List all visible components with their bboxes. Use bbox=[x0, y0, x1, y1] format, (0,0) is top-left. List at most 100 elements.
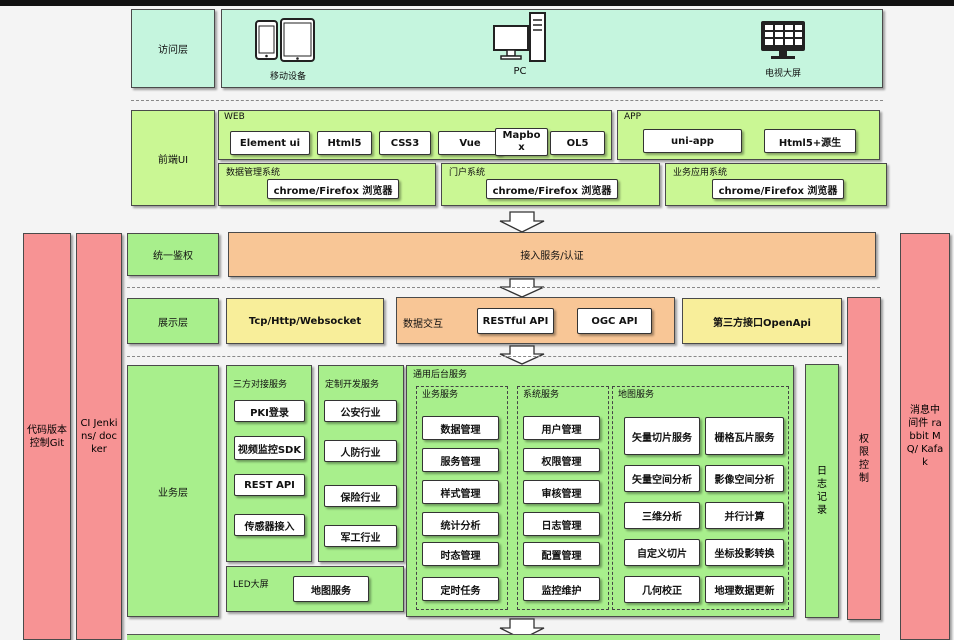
map-service-item: 矢量切片服务 bbox=[624, 417, 700, 455]
protocol-label: Tcp/Http/Websocket bbox=[248, 315, 362, 327]
app-group-label: APP bbox=[624, 112, 642, 122]
data-mgmt-browser: chrome/Firefox 浏览器 bbox=[267, 179, 399, 199]
sys-service-item: 审核管理 bbox=[523, 480, 600, 504]
web-item-element-ui: Element ui bbox=[230, 131, 310, 155]
data-exchange-box: 数据交互 RESTful API OGC API bbox=[396, 297, 675, 344]
portal-system: 门户系统 chrome/Firefox 浏览器 bbox=[441, 163, 660, 206]
business-app-browser: chrome/Firefox 浏览器 bbox=[712, 179, 844, 199]
git-side-label: 代码版本控制Git bbox=[27, 424, 67, 449]
custom-dev-item: 公安行业 bbox=[324, 400, 397, 422]
biz-service-item: 时态管理 bbox=[422, 542, 499, 566]
tv-screen-icon bbox=[759, 19, 807, 61]
access-layer-content: 移动设备 PC 电视大屏 bbox=[221, 9, 883, 88]
permission-bar: 权限控制 bbox=[847, 297, 881, 620]
mq-side-label: 消息中间件 rabbit MQ/ Kafak bbox=[906, 405, 944, 468]
map-service-item: 自定义切片 bbox=[624, 539, 700, 566]
sys-service-item: 配置管理 bbox=[523, 542, 600, 566]
sys-service-group: 系统服务 用户管理 权限管理 审核管理 日志管理 配置管理 监控维护 bbox=[517, 386, 609, 610]
web-group-label: WEB bbox=[224, 112, 245, 122]
biz-service-item: 数据管理 bbox=[422, 416, 499, 440]
map-service-item: 栅格瓦片服务 bbox=[705, 417, 784, 455]
git-side-bar: 代码版本控制Git bbox=[23, 233, 71, 640]
third-party-item: PKI登录 bbox=[234, 400, 305, 422]
ci-side-bar: CI Jenkins/ docker bbox=[76, 233, 122, 640]
log-record-label: 日志记录 bbox=[817, 466, 827, 516]
tv-screen-label: 电视大屏 bbox=[764, 69, 801, 79]
map-service-item: 三维分析 bbox=[624, 502, 700, 529]
map-service-item: 坐标投影转换 bbox=[705, 539, 784, 566]
bottom-layer-edge bbox=[127, 634, 880, 640]
frontend-title-box: 前端UI bbox=[131, 110, 215, 206]
auth-title: 统一鉴权 bbox=[153, 251, 193, 262]
data-mgmt-system-label: 数据管理系统 bbox=[226, 168, 281, 178]
frontend-title: 前端UI bbox=[157, 154, 189, 166]
down-arrow-icon bbox=[498, 211, 546, 233]
sys-service-item: 日志管理 bbox=[523, 512, 600, 536]
portal-system-label: 门户系统 bbox=[449, 168, 486, 178]
web-item-vue: Vue bbox=[438, 131, 502, 155]
access-layer-title-box: 访问层 bbox=[131, 9, 215, 88]
auth-content-box: 接入服务/认证 bbox=[228, 232, 876, 277]
third-party-item: 传感器接入 bbox=[234, 514, 305, 536]
biz-service-item: 定时任务 bbox=[422, 577, 499, 601]
map-service-item: 几何校正 bbox=[624, 576, 700, 603]
business-title-box: 业务层 bbox=[127, 365, 219, 617]
custom-dev-item: 人防行业 bbox=[324, 440, 397, 462]
pc-icon bbox=[492, 12, 548, 64]
third-party-group: 三方对接服务 PKI登录 视频监控SDK REST API 传感器接入 bbox=[226, 365, 312, 562]
map-service-item: 影像空间分析 bbox=[705, 465, 784, 492]
led-group: LED大屏 地图服务 bbox=[226, 566, 404, 612]
web-item-mapbox: Mapbox bbox=[495, 128, 548, 156]
divider-2 bbox=[127, 287, 880, 288]
map-service-label: 地图服务 bbox=[618, 390, 655, 400]
mobile-device-label: 移动设备 bbox=[269, 72, 306, 82]
map-service-group: 地图服务 矢量切片服务 栅格瓦片服务 矢量空间分析 影像空间分析 三维分析 并行… bbox=[612, 386, 789, 610]
data-mgmt-system: 数据管理系统 chrome/Firefox 浏览器 bbox=[218, 163, 436, 206]
third-party-item: REST API bbox=[234, 474, 305, 496]
mobile-device-icon bbox=[254, 18, 318, 64]
top-bar bbox=[0, 0, 954, 6]
app-group: APP uni-app Html5+源生 bbox=[617, 110, 880, 160]
data-exchange-label: 数据交互 bbox=[403, 319, 443, 330]
ogc-api-box: OGC API bbox=[577, 308, 652, 334]
down-arrow-icon bbox=[498, 278, 546, 298]
third-party-label: 三方对接服务 bbox=[233, 380, 288, 390]
map-service-item: 矢量空间分析 bbox=[624, 465, 700, 492]
map-service-item: 地理数据更新 bbox=[705, 576, 784, 603]
display-title: 展示层 bbox=[158, 317, 188, 329]
log-record-bar: 日志记录 bbox=[805, 364, 839, 618]
sys-service-item: 用户管理 bbox=[523, 416, 600, 440]
custom-dev-item: 保险行业 bbox=[324, 485, 397, 507]
custom-dev-label: 定制开发服务 bbox=[325, 380, 380, 390]
app-item-uni-app: uni-app bbox=[643, 129, 742, 153]
general-backend-label: 通用后台服务 bbox=[413, 370, 468, 380]
mq-side-bar: 消息中间件 rabbit MQ/ Kafak bbox=[900, 233, 950, 640]
openapi-label: 第三方接口OpenApi bbox=[713, 317, 811, 329]
web-item-ol5: OL5 bbox=[550, 131, 605, 155]
auth-content: 接入服务/认证 bbox=[520, 251, 584, 262]
custom-dev-group: 定制开发服务 公安行业 人防行业 保险行业 军工行业 bbox=[318, 365, 404, 562]
business-app-system: 业务应用系统 chrome/Firefox 浏览器 bbox=[665, 163, 887, 206]
biz-service-group: 业务服务 数据管理 服务管理 样式管理 统计分析 时态管理 定时任务 bbox=[416, 386, 508, 610]
down-arrow-icon bbox=[498, 618, 546, 640]
led-label: LED大屏 bbox=[233, 580, 269, 590]
web-group: WEB Element ui Html5 CSS3 Vue Mapbox OL5 bbox=[218, 110, 612, 160]
biz-service-item: 样式管理 bbox=[422, 480, 499, 504]
biz-service-item: 服务管理 bbox=[422, 448, 499, 472]
business-app-system-label: 业务应用系统 bbox=[673, 168, 728, 178]
web-item-html5: Html5 bbox=[317, 131, 372, 155]
sys-service-item: 权限管理 bbox=[523, 448, 600, 472]
business-title: 业务层 bbox=[158, 487, 188, 499]
access-layer-title: 访问层 bbox=[158, 45, 188, 56]
divider-1 bbox=[131, 100, 883, 101]
display-title-box: 展示层 bbox=[127, 298, 219, 344]
biz-service-item: 统计分析 bbox=[422, 512, 499, 536]
pc-label: PC bbox=[513, 66, 527, 77]
custom-dev-item: 军工行业 bbox=[324, 525, 397, 547]
restful-api-box: RESTful API bbox=[477, 308, 554, 334]
biz-service-label: 业务服务 bbox=[422, 390, 459, 400]
map-service-item: 并行计算 bbox=[705, 502, 784, 529]
ci-side-label: CI Jenkins/ docker bbox=[80, 418, 118, 455]
app-item-html5-native: Html5+源生 bbox=[764, 129, 856, 153]
third-party-item: 视频监控SDK bbox=[234, 436, 305, 460]
